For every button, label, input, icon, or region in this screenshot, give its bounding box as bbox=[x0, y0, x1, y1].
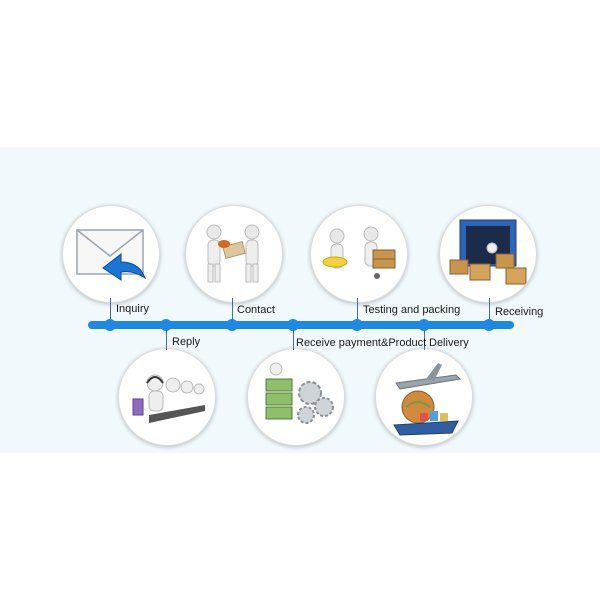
label-delivery: Delivery bbox=[429, 337, 469, 349]
timeline-dot-testing bbox=[351, 319, 363, 331]
timeline-dot-receiving bbox=[483, 319, 495, 331]
step-receiving-image bbox=[439, 205, 537, 303]
timeline-axis bbox=[88, 321, 514, 329]
timeline-dot-reply bbox=[160, 319, 172, 331]
stem-receiving bbox=[489, 298, 490, 320]
plane-globe-ship-icon bbox=[393, 363, 462, 436]
label-receiving: Receiving bbox=[495, 306, 544, 318]
stem-reply bbox=[166, 330, 167, 350]
step-contact-image bbox=[185, 205, 283, 303]
envelope-reply-icon bbox=[76, 229, 147, 281]
label-testing: Testing and packing bbox=[363, 304, 461, 316]
container-boxes-icon bbox=[449, 219, 527, 285]
handshake-figures-icon bbox=[206, 224, 260, 283]
money-gears-icon bbox=[265, 362, 334, 424]
step-delivery-image bbox=[375, 348, 473, 446]
label-payment: Receive payment&Product bbox=[296, 337, 427, 349]
stem-inquiry bbox=[110, 298, 111, 320]
label-reply: Reply bbox=[172, 336, 201, 348]
step-payment-image bbox=[247, 348, 345, 446]
stem-payment bbox=[293, 330, 294, 350]
step-reply-image bbox=[118, 348, 216, 446]
timeline-dot-delivery bbox=[418, 319, 430, 331]
call-center-icon bbox=[132, 374, 205, 423]
timeline-dot-inquiry bbox=[104, 319, 116, 331]
measure-pack-figures-icon bbox=[322, 226, 396, 279]
label-inquiry: Inquiry bbox=[116, 303, 150, 315]
label-contact: Contact bbox=[237, 304, 275, 316]
timeline-dot-contact bbox=[226, 319, 238, 331]
stem-testing bbox=[357, 298, 358, 320]
step-testing-image bbox=[310, 205, 408, 303]
timeline-dot-payment bbox=[287, 319, 299, 331]
stem-contact bbox=[232, 298, 233, 320]
step-inquiry-image bbox=[62, 205, 160, 303]
stem-delivery bbox=[424, 330, 425, 350]
